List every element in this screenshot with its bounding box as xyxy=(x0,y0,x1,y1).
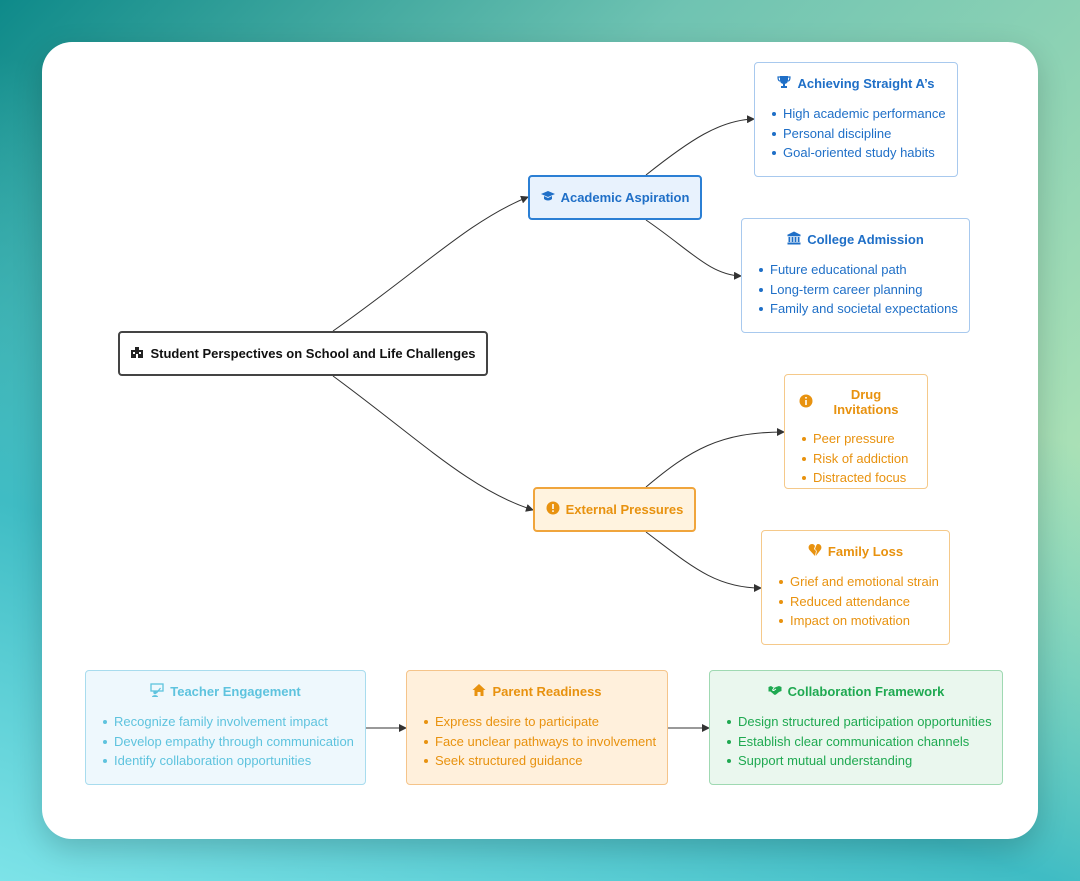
list-item: Identify collaboration opportunities xyxy=(103,751,351,771)
root-label: Student Perspectives on School and Life … xyxy=(150,346,476,361)
teacher-engagement-title: Teacher Engagement xyxy=(170,684,301,699)
handshake-icon xyxy=(768,683,782,700)
family-loss-node[interactable]: Family Loss Grief and emotional strain R… xyxy=(761,530,950,645)
list-item: Goal-oriented study habits xyxy=(772,143,943,163)
list-item: Impact on motivation xyxy=(779,611,935,631)
trophy-icon xyxy=(777,75,792,92)
collaboration-framework-node[interactable]: Collaboration Framework Design structure… xyxy=(709,670,1003,785)
graduation-cap-icon xyxy=(540,189,555,206)
list-item: Risk of addiction xyxy=(802,449,913,469)
drug-invitations-title: Drug Invitations xyxy=(833,387,899,417)
list-item: Recognize family involvement impact xyxy=(103,712,351,732)
root-node[interactable]: Student Perspectives on School and Life … xyxy=(118,331,488,376)
academic-aspiration-node[interactable]: Academic Aspiration xyxy=(528,175,702,220)
list-item: High academic performance xyxy=(772,104,946,124)
teacher-engagement-node[interactable]: Teacher Engagement Recognize family invo… xyxy=(85,670,366,785)
college-admission-node[interactable]: College Admission Future educational pat… xyxy=(741,218,970,333)
achieving-straight-as-node[interactable]: Achieving Straight A’s High academic per… xyxy=(754,62,958,177)
drug-invitations-node[interactable]: Drug Invitations Peer pressure Risk of a… xyxy=(784,374,928,489)
list-item: Design structured participation opportun… xyxy=(727,712,992,732)
link-academic-straight xyxy=(645,115,755,176)
info-circle-icon xyxy=(799,394,813,411)
list-item: Peer pressure xyxy=(802,429,913,449)
collaboration-framework-title: Collaboration Framework xyxy=(787,684,945,699)
teacher-icon xyxy=(150,683,164,700)
external-pressures-node[interactable]: External Pressures xyxy=(533,487,696,532)
exclamation-circle-icon xyxy=(546,501,560,518)
list-item: Establish clear communication channels xyxy=(727,732,988,752)
list-item: Develop empathy through communication xyxy=(103,732,354,752)
list-item: Personal discipline xyxy=(772,124,943,144)
list-item: Support mutual understanding xyxy=(727,751,988,771)
list-item: Express desire to participate xyxy=(424,712,653,732)
broken-heart-icon xyxy=(808,543,822,560)
family-loss-title: Family Loss xyxy=(827,544,904,559)
home-icon xyxy=(472,683,486,700)
parent-readiness-title: Parent Readiness xyxy=(492,684,602,699)
list-item: Face unclear pathways to involvement xyxy=(424,732,656,752)
link-academic-college xyxy=(645,219,742,280)
list-item: Distracted focus xyxy=(802,468,913,488)
list-item: Family and societal expectations xyxy=(759,299,958,319)
academic-aspiration-label: Academic Aspiration xyxy=(560,190,690,205)
list-item: Long-term career planning xyxy=(759,280,955,300)
list-item: Future educational path xyxy=(759,260,955,280)
university-icon xyxy=(787,231,802,248)
link-external-drug xyxy=(645,428,785,488)
link-root-external xyxy=(332,375,534,512)
school-icon xyxy=(130,345,144,362)
link-external-loss xyxy=(645,531,762,592)
college-admission-title: College Admission xyxy=(807,232,924,247)
external-pressures-label: External Pressures xyxy=(565,502,684,517)
achieving-straight-as-title: Achieving Straight A’s xyxy=(797,76,935,91)
list-item: Seek structured guidance xyxy=(424,751,653,771)
list-item: Reduced attendance xyxy=(779,592,935,612)
list-item: Grief and emotional strain xyxy=(779,572,939,592)
parent-readiness-node[interactable]: Parent Readiness Express desire to parti… xyxy=(406,670,668,785)
link-root-academic xyxy=(332,195,529,332)
